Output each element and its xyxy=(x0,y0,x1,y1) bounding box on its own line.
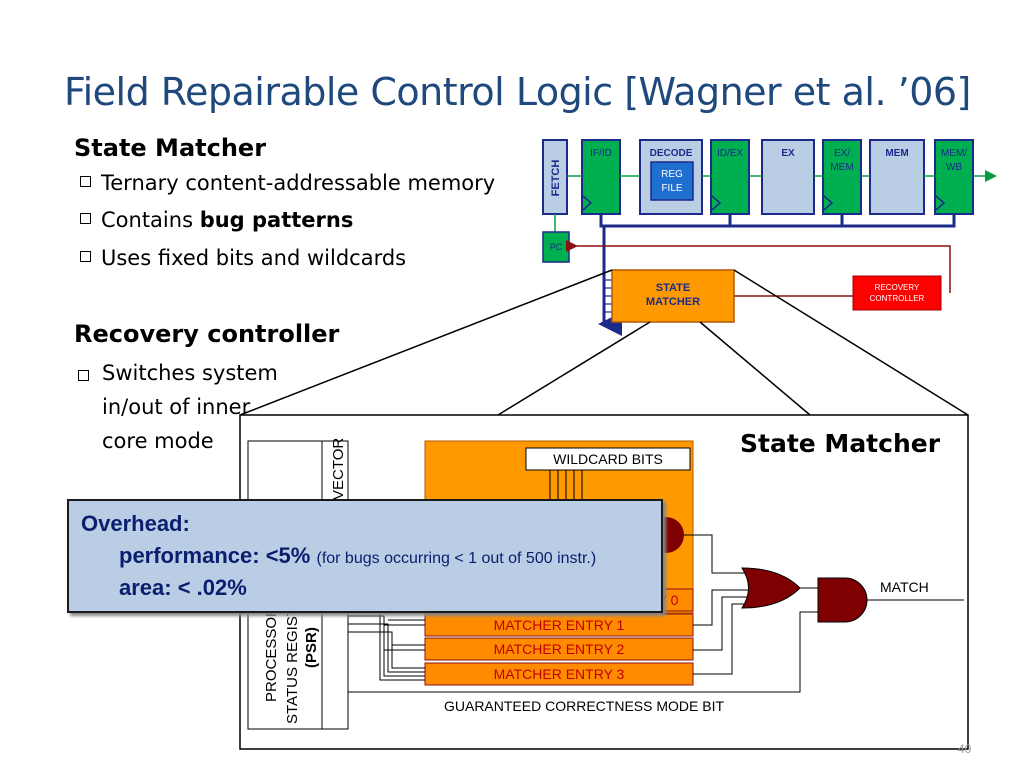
state-matcher-label-1: STATE xyxy=(656,282,690,294)
recovery-label-1: RECOVERY xyxy=(875,283,920,292)
slide-title: Field Repairable Control Logic [Wagner e… xyxy=(64,70,971,114)
overhead-area: area: < .02% xyxy=(119,575,247,600)
state-matcher-heading: State Matcher xyxy=(74,134,267,162)
psr-label-3: (PSR) xyxy=(303,627,320,668)
overhead-title: Overhead: xyxy=(81,511,190,536)
vector-label: VECTOR xyxy=(330,438,347,500)
mem-label: MEM xyxy=(885,148,908,159)
if-id-label: IF/ID xyxy=(590,148,612,159)
reg-file xyxy=(650,161,694,201)
recovery-label-2: CONTROLLER xyxy=(870,294,925,303)
ex-mem-label-1: EX/ xyxy=(834,148,850,159)
recovery-controller-block xyxy=(852,275,942,311)
psr-label-1: PROCESSOR xyxy=(263,606,280,702)
bullet-wildcards: Uses fixed bits and wildcards xyxy=(80,241,406,275)
reg-file-label-1: REG xyxy=(661,169,683,180)
bullet-icon xyxy=(80,176,91,187)
page-number: 40 xyxy=(958,742,972,756)
recovery-controller-heading: Recovery controller xyxy=(74,320,340,348)
bullet-switches: Switches system in/out of inner core mod… xyxy=(102,361,278,453)
mem-wb-label-2: WB xyxy=(946,162,962,173)
bullet-bug-patterns: Contains bug patterns xyxy=(80,203,353,237)
overhead-performance-note: (for bugs occurring < 1 out of 500 instr… xyxy=(316,550,597,567)
detail-heading: State Matcher xyxy=(740,429,941,458)
state-matcher-label-2: MATCHER xyxy=(646,296,700,308)
wildcard-bits-label: WILDCARD BITS xyxy=(553,451,663,467)
ex-stage xyxy=(761,139,815,215)
guaranteed-bit-label: GUARANTEED CORRECTNESS MODE BIT xyxy=(444,698,724,714)
id-ex-label: ID/EX xyxy=(717,148,743,159)
reg-file-label-2: FILE xyxy=(661,183,682,194)
id-ex-latch xyxy=(710,139,750,215)
fetch-label: FETCH xyxy=(550,160,562,197)
decode-label: DECODE xyxy=(650,148,693,159)
matcher-entry-2-label: MATCHER ENTRY 2 xyxy=(494,641,625,657)
bullet-icon xyxy=(80,251,91,262)
pipeline-diagram: FETCH IF/ID DECODE REG FILE ID/EX EX EX/… xyxy=(542,139,997,336)
ex-label: EX xyxy=(781,148,795,159)
matcher-entry-2 xyxy=(424,637,694,661)
overhead-callout: Overhead: performance: <5% (for bugs occ… xyxy=(67,499,663,613)
bullet-tcam: Ternary content-addressable memory xyxy=(80,166,495,200)
matcher-entry-1-label: MATCHER ENTRY 1 xyxy=(494,617,625,633)
overhead-performance: performance: <5% (for bugs occurring < 1… xyxy=(119,543,597,568)
bullet-icon xyxy=(80,213,91,224)
match-label: MATCH xyxy=(880,579,929,595)
if-id-latch xyxy=(581,139,621,215)
bullet-icon xyxy=(78,370,89,381)
mem-stage xyxy=(869,139,925,215)
pc-label: PC xyxy=(550,242,563,252)
mem-wb-latch xyxy=(934,139,974,215)
or-gate xyxy=(741,567,801,609)
fetch-stage xyxy=(542,139,568,215)
ex-mem-label-2: MEM xyxy=(830,162,853,173)
wildcard-bits-box xyxy=(525,447,691,471)
psr-label-2: STATUS REGISTER xyxy=(284,586,301,724)
pc-register xyxy=(542,231,570,263)
and-gate xyxy=(817,577,868,623)
matcher-entry-3-label: MATCHER ENTRY 3 xyxy=(494,666,625,682)
mem-wb-label-1: MEM/ xyxy=(941,148,967,159)
